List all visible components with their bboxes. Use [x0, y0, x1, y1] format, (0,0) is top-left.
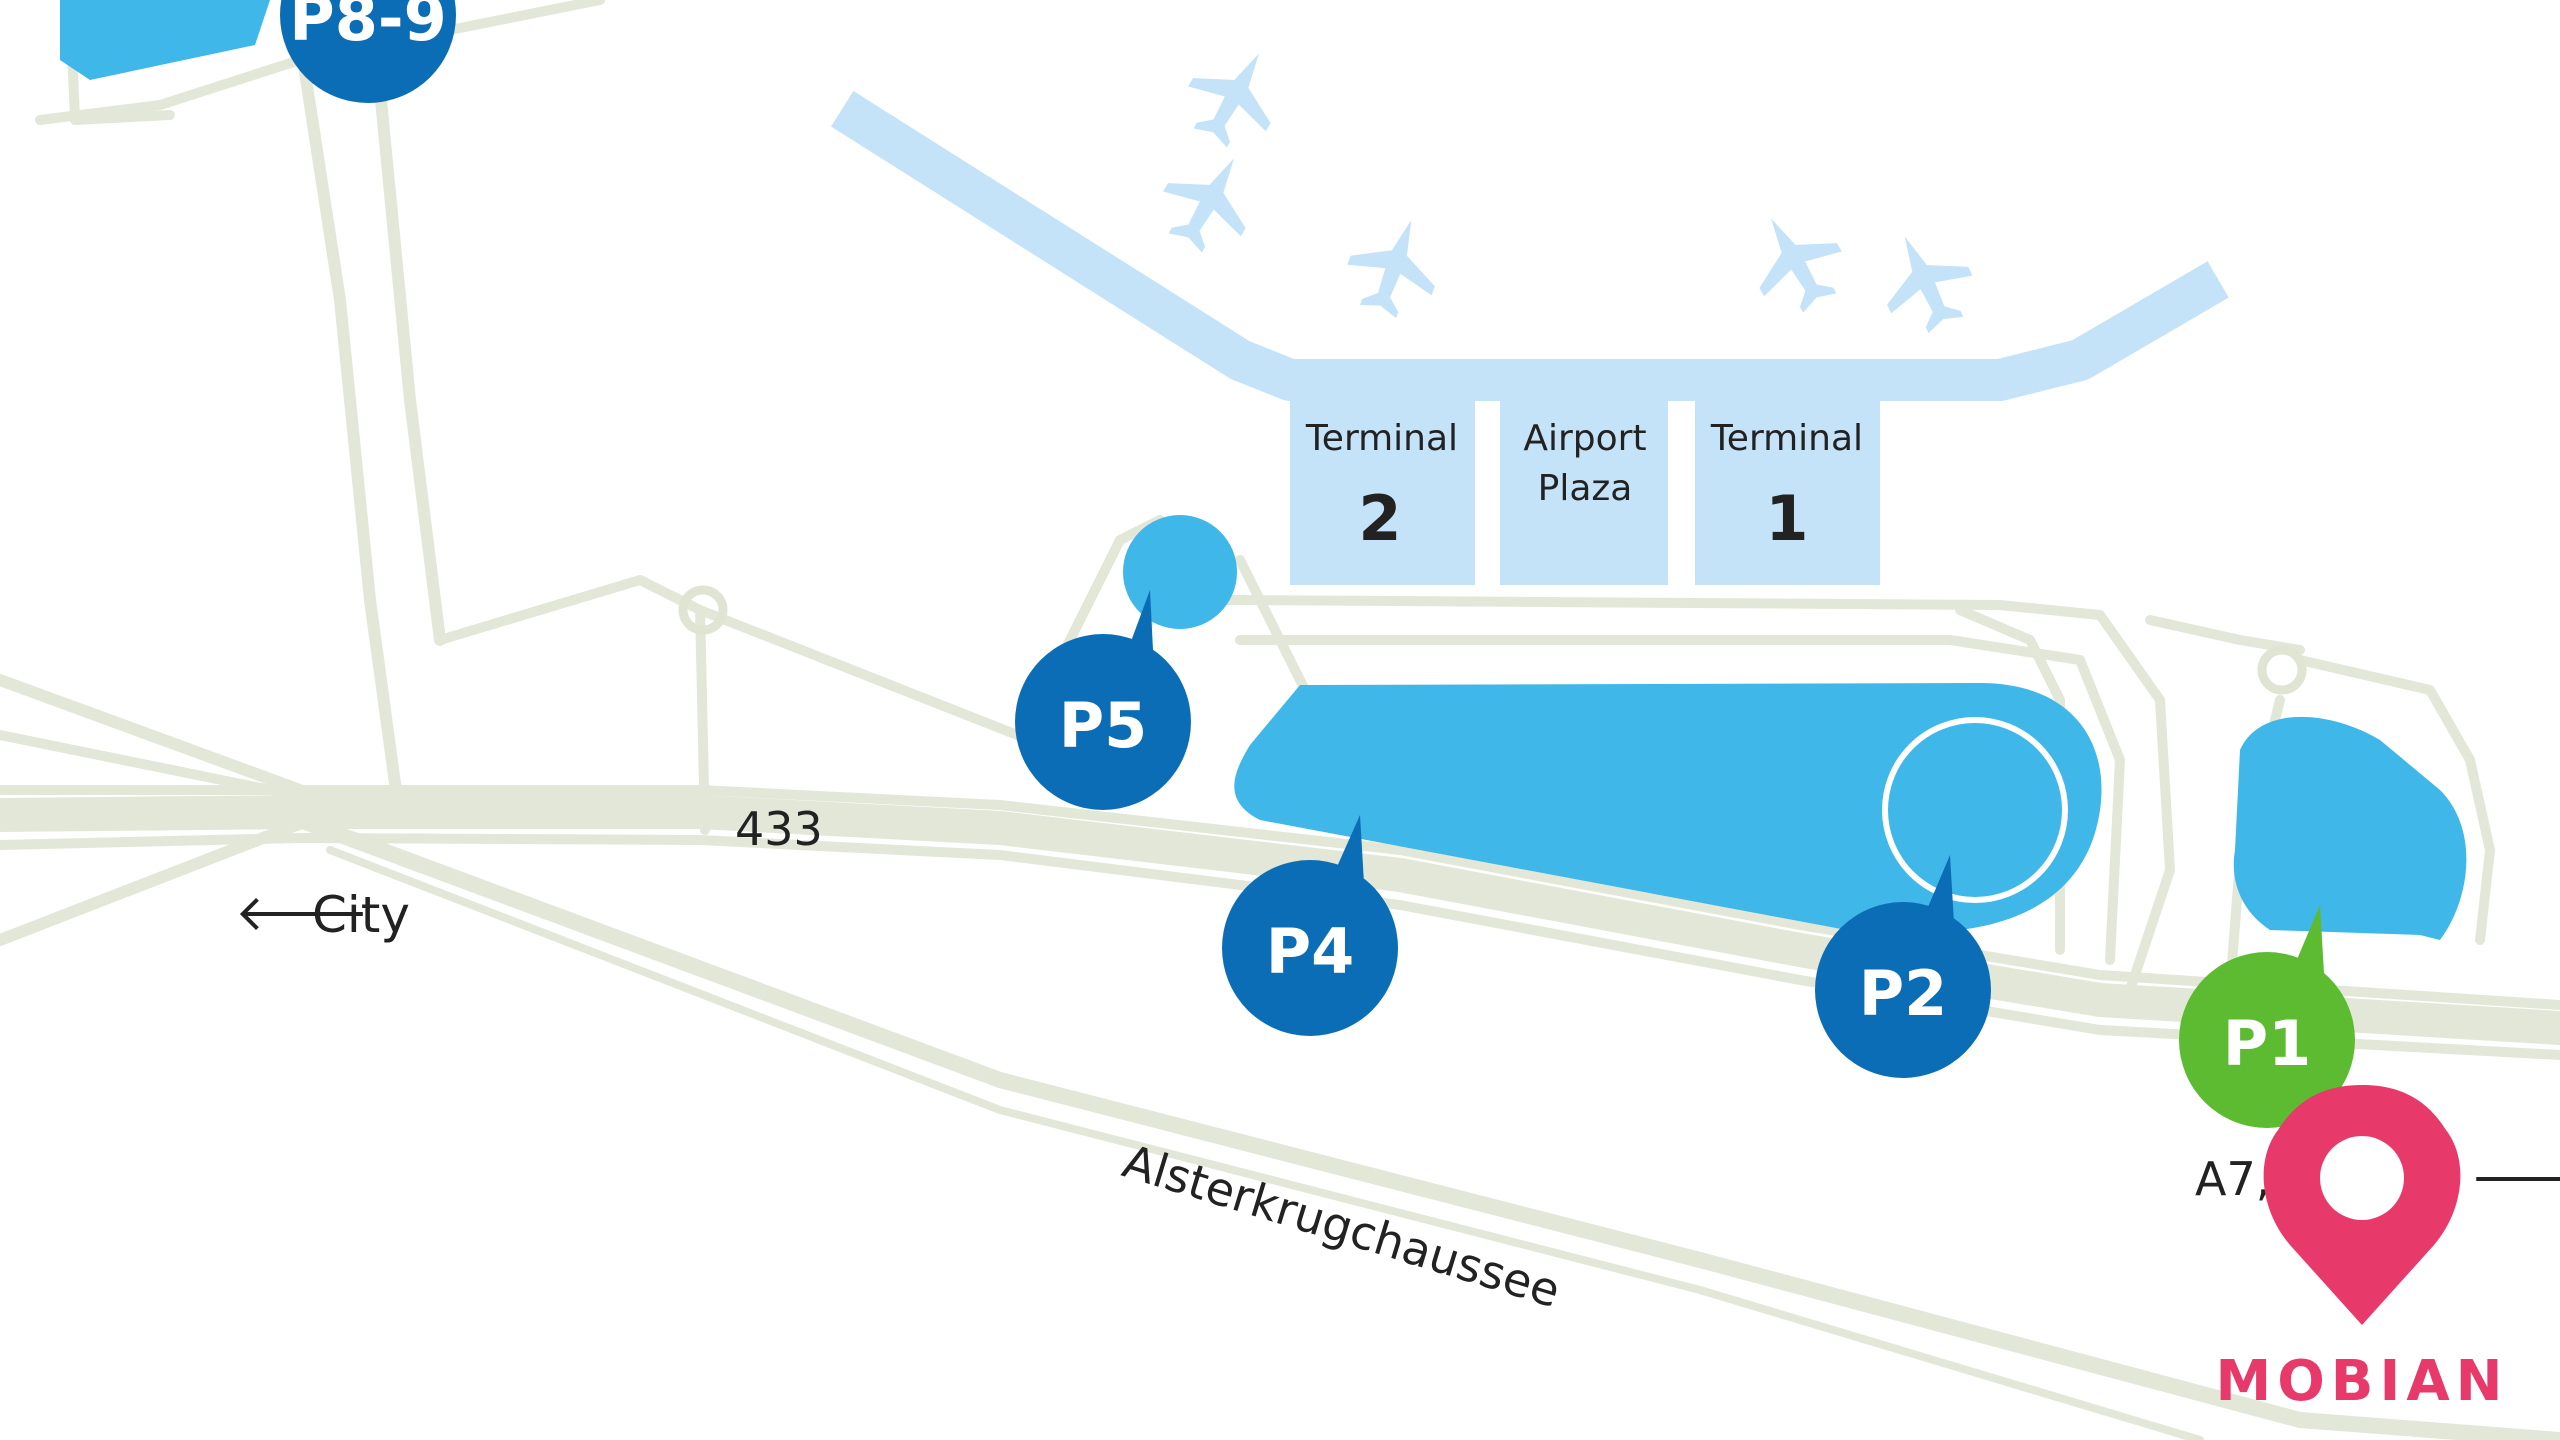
parking-p8-9-label: P8-9 — [289, 0, 446, 55]
airplane-icon — [1887, 236, 1973, 334]
city-label: City — [312, 886, 410, 944]
terminal-1-name: Terminal — [1710, 418, 1863, 459]
parking-p2-label: P2 — [1859, 957, 1948, 1030]
road-number-label: 433 — [735, 802, 823, 856]
airport-plaza-line2: Plaza — [1538, 468, 1633, 509]
brand-name: MOBIAN — [2215, 1349, 2508, 1414]
terminal-2-name: Terminal — [1305, 418, 1458, 459]
parking-p4-marker[interactable]: P4 — [1222, 815, 1398, 1036]
parking-p4-label: P4 — [1266, 915, 1355, 988]
airplane-icon — [1188, 53, 1271, 148]
parking-p5-marker[interactable]: P5 — [1015, 590, 1191, 810]
parking-areas — [60, 0, 2467, 940]
terminal-1[interactable]: Terminal 1 — [1710, 418, 1863, 555]
parking-p2-marker[interactable]: P2 — [1815, 855, 1991, 1078]
arrow-right-icon: 🡒 — [2470, 1149, 2560, 1207]
parking-p8-9-marker[interactable]: P8-9 — [280, 0, 456, 103]
airplane-icons — [1163, 53, 1973, 334]
mobian-logo: MOBIAN — [2215, 1085, 2508, 1414]
airplane-icon — [1759, 218, 1842, 313]
city-direction[interactable]: 🡐 City — [235, 884, 410, 944]
terminal-2-number: 2 — [1358, 482, 1401, 555]
terminal-2[interactable]: Terminal 2 — [1305, 418, 1458, 555]
terminal-1-number: 1 — [1765, 482, 1808, 555]
apron-area — [831, 91, 2229, 585]
airplane-icon — [1163, 158, 1246, 253]
airport-plaza-line1: Airport — [1523, 418, 1646, 459]
airport-plaza[interactable]: Airport Plaza — [1523, 418, 1646, 509]
arrow-left-icon: 🡐 — [235, 884, 369, 942]
pin-icon — [280, 0, 456, 103]
parking-p5-label: P5 — [1059, 689, 1148, 762]
parking-p1-label: P1 — [2223, 1007, 2312, 1080]
airplane-icon — [1347, 219, 1435, 319]
parking-p1-marker[interactable]: P1 — [2179, 905, 2355, 1128]
